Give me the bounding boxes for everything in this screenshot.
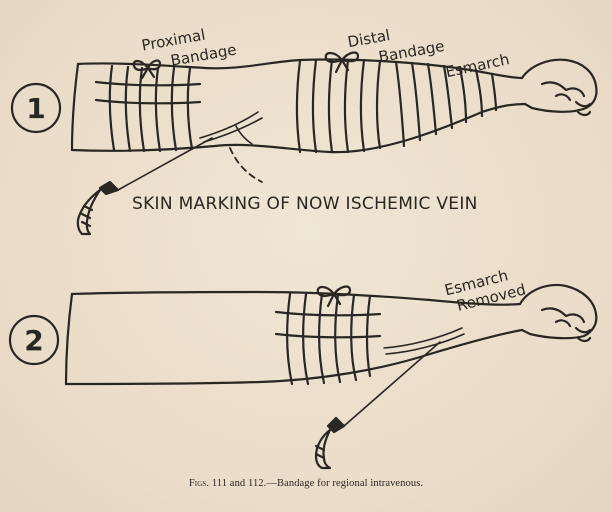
caption-text: 111 and 112.—Bandage for regional intrav… <box>211 478 424 489</box>
distal-bandage <box>295 58 382 154</box>
caption-figs: Figs. <box>188 478 210 489</box>
label-skin-marking: SKIN MARKING OF NOW ISCHEMIC VEIN <box>132 194 478 214</box>
needle-1-icon <box>76 137 213 236</box>
distal-bow-icon <box>324 51 360 74</box>
proximal-bandage <box>94 64 202 153</box>
figure-2-number-circle <box>8 314 60 366</box>
proximal-bow-icon <box>132 59 162 80</box>
figure-caption: Figs. 111 and 112.—Bandage for regional … <box>0 478 612 489</box>
bow-2-icon <box>316 285 352 308</box>
esmarch-bandage <box>394 60 498 148</box>
needle-2-icon <box>314 341 441 470</box>
skin-marking-pointer <box>229 147 263 183</box>
figure-2-number: 2 <box>24 324 43 357</box>
figure-1-number: 1 <box>26 92 45 125</box>
figure-1-number-circle <box>10 82 62 134</box>
vein-2 <box>383 327 465 355</box>
bandage-2 <box>274 292 382 386</box>
